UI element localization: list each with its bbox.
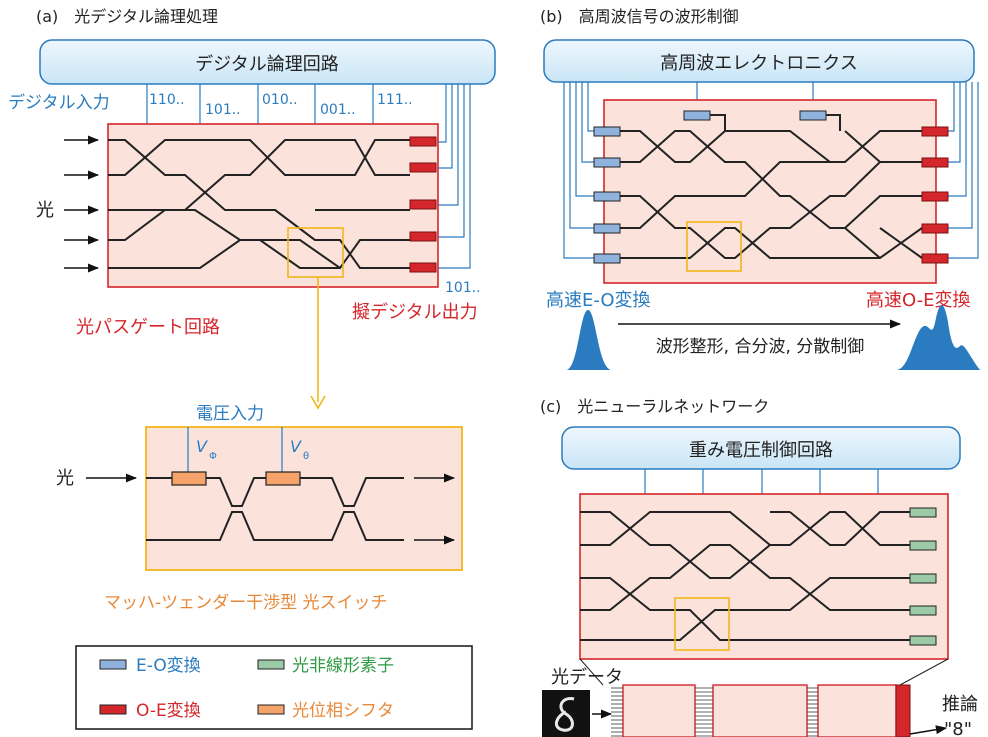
inference-result: "8" xyxy=(944,719,972,737)
mzi-switch-box xyxy=(145,426,463,571)
legend: E-O変換 光非線形素子 O-E変換 光位相シフタ xyxy=(75,645,473,730)
bits-3: 010.. xyxy=(262,92,298,108)
digital-logic-box xyxy=(39,39,496,85)
phase-shifter-phi xyxy=(171,471,207,486)
panel-a-header: (a) 光デジタル論理処理 xyxy=(36,7,218,26)
legend-eo-label: E-O変換 xyxy=(136,656,201,676)
weight-control-box xyxy=(561,426,961,470)
rf-circuit xyxy=(603,99,937,284)
legend-nonlinear-label: 光非線形素子 xyxy=(292,656,394,676)
highlight-switch-c xyxy=(674,597,730,651)
bits-4: 001.. xyxy=(320,102,356,118)
light-data-label: 光データ xyxy=(551,667,623,688)
digital-logic-label: デジタル論理回路 xyxy=(195,54,339,75)
legend-oe-swatch xyxy=(99,704,127,715)
legend-phase-label: 光位相シフタ xyxy=(292,701,394,721)
panel-c: (c) 光ニューラルネットワーク 重み電圧制御回路 xyxy=(540,397,978,737)
bits-2: 101.. xyxy=(205,102,241,118)
eo-conversion-label: 高速E-O変換 xyxy=(546,290,651,311)
output-pulse xyxy=(896,304,980,370)
control-lines-b xyxy=(563,82,979,259)
light-label-mzi: 光 xyxy=(56,468,74,489)
inference-label: 推論 xyxy=(942,694,978,715)
digital-input-label: デジタル入力 xyxy=(8,92,110,113)
light-label-a: 光 xyxy=(36,200,54,221)
input-arrows-a xyxy=(64,135,100,273)
detector-array xyxy=(895,684,911,737)
v-phi-sub: Φ xyxy=(209,451,217,462)
highlight-switch-b xyxy=(686,221,742,272)
oe-converters-b xyxy=(921,126,949,264)
circuit-label: 光パスゲート回路 xyxy=(76,317,220,338)
mzi-caption: マッハ-ツェンダー干渉型 光スイッチ xyxy=(104,593,388,613)
nonlinear-elements xyxy=(909,507,937,646)
v-theta-label: V xyxy=(290,437,302,456)
oe-conversion-label: 高速O-E変換 xyxy=(866,290,971,311)
phase-shifter-theta xyxy=(265,471,301,486)
rf-electronics-box xyxy=(543,39,975,83)
voltage-lines xyxy=(187,427,283,472)
waveguides-c xyxy=(580,511,910,641)
v-phi-label: V xyxy=(196,437,208,456)
voltage-input-label: 電圧入力 xyxy=(196,404,264,424)
digit-stroke xyxy=(554,697,575,732)
panel-c-header: (c) 光ニューラルネットワーク xyxy=(540,397,769,416)
legend-oe-label: O-E変換 xyxy=(136,701,201,721)
neural-circuit xyxy=(579,493,949,660)
bits-1: 110.. xyxy=(149,92,185,108)
pass-gate-circuit xyxy=(107,123,439,288)
input-pulse xyxy=(566,310,612,370)
mzi-detail: 電圧入力 V Φ V θ 光 マッハ-ツェンダー干渉型 光スイッチ xyxy=(56,404,463,613)
rf-electronics-label: 高周波エレクトロニクス xyxy=(660,53,857,74)
output-bits: 101.. xyxy=(445,280,481,296)
zoom-arrowhead xyxy=(310,395,326,410)
weight-control-label: 重み電圧制御回路 xyxy=(689,440,833,461)
output-label: 擬デジタル出力 xyxy=(352,302,478,323)
eo-converters-b xyxy=(593,110,827,264)
v-theta-sub: θ xyxy=(303,451,309,462)
legend-eo-swatch xyxy=(99,659,127,670)
bits-5: 111.. xyxy=(377,92,413,108)
oe-converters-a xyxy=(409,136,437,273)
waveguides-a xyxy=(108,139,410,270)
inference-arrow xyxy=(909,725,948,735)
process-label: 波形整形, 合分波, 分散制御 xyxy=(656,337,865,357)
layer-stack xyxy=(622,684,897,737)
highlight-switch-a xyxy=(287,227,344,278)
legend-phase-swatch xyxy=(257,704,285,715)
panel-b-header: (b) 高周波信号の波形制御 xyxy=(540,7,739,26)
waveguides-b xyxy=(620,114,923,259)
nonlinear-rungs xyxy=(611,687,818,737)
panel-b: (b) 高周波信号の波形制御 高周波エレクトロニクス xyxy=(540,7,980,370)
expansion-lines xyxy=(579,658,949,686)
legend-nonlinear-swatch xyxy=(257,659,285,670)
panel-a: (a) 光デジタル論理処理 デジタル論理回路 デジタル入力 110.. 101.… xyxy=(8,7,496,410)
